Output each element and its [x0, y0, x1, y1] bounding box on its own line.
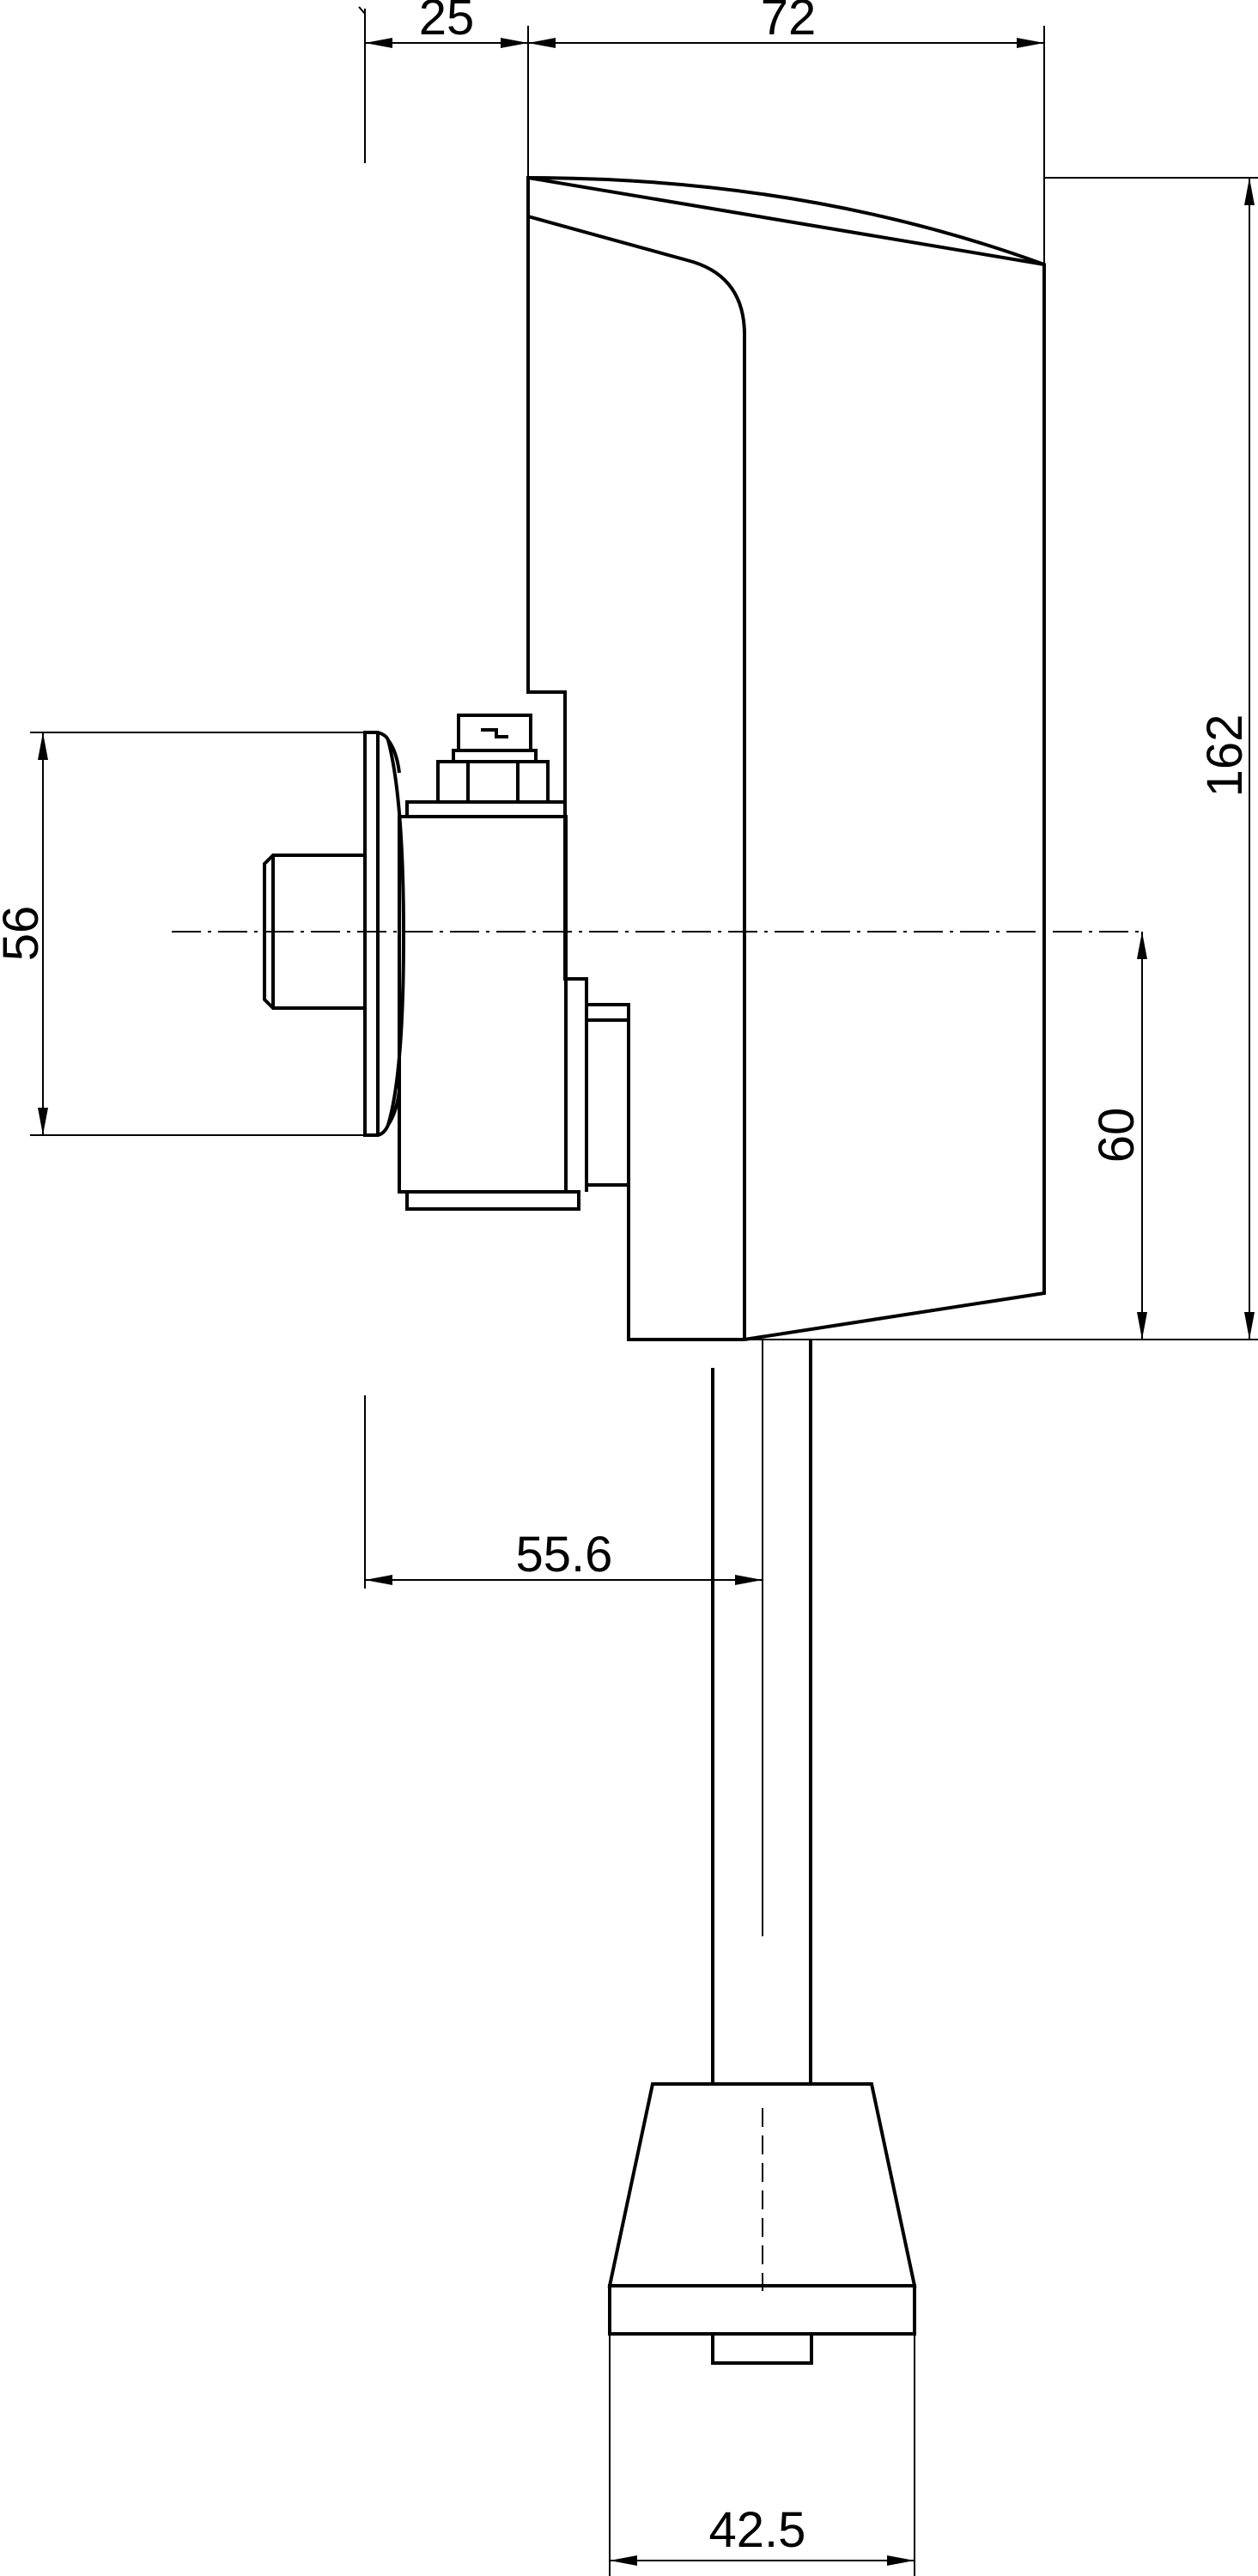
- dim-bottom-42-5: 42.5: [609, 2334, 915, 2576]
- arrow-head: [610, 2555, 637, 2566]
- screw-head: [457, 714, 532, 752]
- body-cap-line: [527, 176, 1045, 266]
- arrow-head: [38, 732, 48, 760]
- dim-left-56: 56: [0, 732, 365, 1136]
- dim-right-60: 60: [1089, 932, 1147, 1340]
- dim-top-72: 72: [528, 0, 1045, 264]
- arrow-head: [1137, 1312, 1147, 1340]
- dim-right-162: 162: [744, 177, 1258, 1340]
- tick: [358, 6, 366, 15]
- nozzle-ring: [608, 2284, 916, 2336]
- fitting-block: [398, 815, 568, 1194]
- dim-label-42-5: 42.5: [709, 2502, 806, 2558]
- rosette-bevel: [386, 738, 401, 1127]
- dim-top-25: 25: [358, 0, 529, 178]
- valve-body: [526, 175, 1046, 1341]
- arrow-head: [528, 38, 556, 48]
- rosette: [363, 731, 406, 1137]
- nozzle-tip: [711, 2332, 813, 2365]
- dim-label-60: 60: [1089, 1108, 1145, 1163]
- arrow-head: [735, 1575, 763, 1585]
- nut: [436, 760, 550, 804]
- body-front-face: [527, 215, 746, 1340]
- arrow-head: [38, 1108, 48, 1135]
- nut-facets: [466, 762, 520, 802]
- dim-label-72: 72: [761, 0, 817, 46]
- fitting-bottom-strip: [405, 1190, 580, 1211]
- arrow-head: [365, 1575, 392, 1585]
- dim-label-55-6: 55.6: [516, 1527, 613, 1583]
- arrow-head: [1017, 38, 1044, 48]
- body-outline: [526, 175, 1046, 1341]
- fitting-base-strip: [405, 800, 567, 818]
- arrow-head: [1244, 1312, 1255, 1340]
- dim-label-25: 25: [419, 0, 475, 46]
- arrow-head: [501, 38, 528, 48]
- dim-pipe-55-6: 55.6: [364, 1395, 763, 1589]
- arrow-head: [365, 38, 392, 48]
- pipe-nozzle: [607, 2082, 917, 2365]
- dim-label-162: 162: [1197, 714, 1253, 798]
- dim-label-56: 56: [0, 906, 49, 962]
- wall-fitting: [263, 714, 629, 1211]
- screw-slot: [481, 728, 508, 738]
- arrow-head: [1137, 932, 1147, 959]
- flush-pipe: [711, 1340, 812, 2082]
- arrow-head: [1244, 178, 1255, 205]
- arrow-head: [887, 2555, 915, 2566]
- fitting-step: [585, 1005, 629, 1192]
